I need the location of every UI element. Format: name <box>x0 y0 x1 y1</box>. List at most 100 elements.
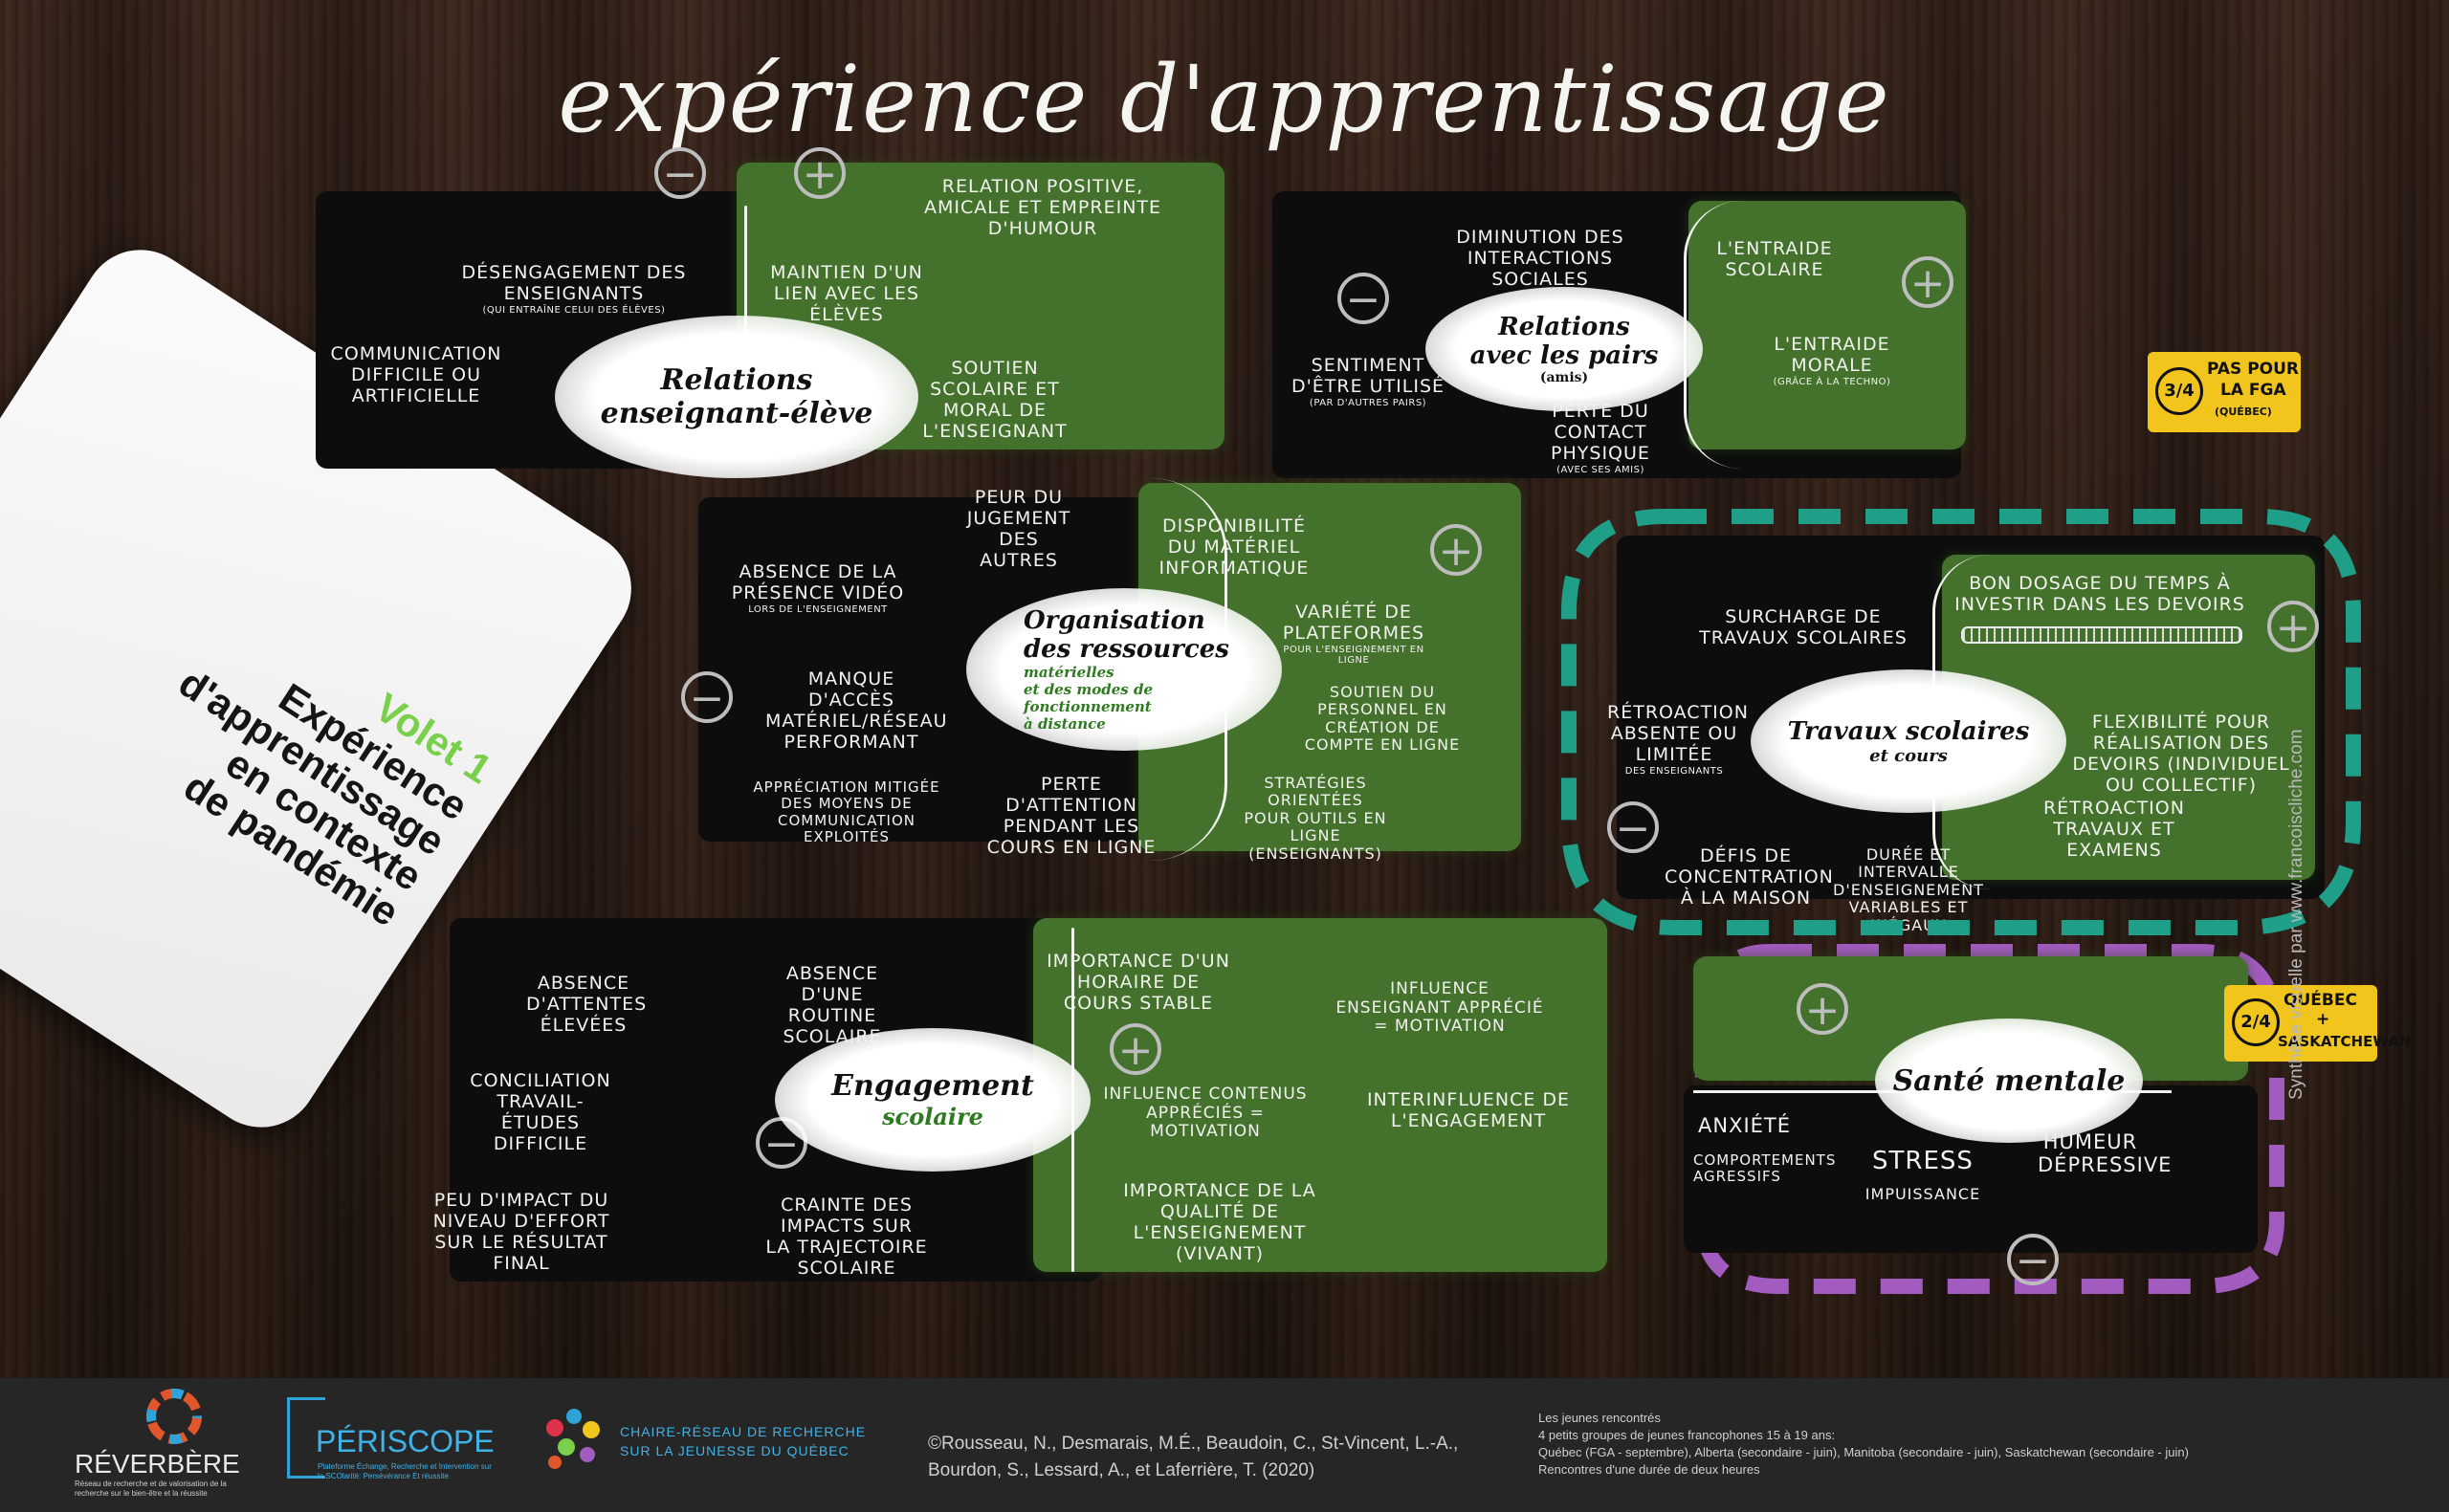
travaux-neg-2-text: Rétroaction absente ou limitée <box>1607 702 1749 765</box>
travaux-badge: 3/4 Pas pour la FGA (Québec) <box>2148 352 2301 432</box>
enseignant-neg-1-text: Désengagement des enseignants <box>461 262 687 304</box>
enseignant-pos-1: Relation positive, amicale et empreinte … <box>923 176 1162 239</box>
travaux-plus-icon: + <box>2267 601 2319 652</box>
reverbere-name: RÉVERBÈRE <box>75 1449 240 1479</box>
ressources-sub-line2: et des modes de <box>1024 681 1153 698</box>
enseignant-neg-1: Désengagement des enseignants (qui entra… <box>450 262 698 316</box>
pairs-pos-2-note: (grâce à la techno) <box>1773 376 1891 387</box>
info-line1: Les jeunes rencontrés <box>1538 1411 1661 1425</box>
ressources-title-line1: Organisation <box>1024 606 1205 635</box>
pairs-neg-3-note: (avec ses amis) <box>1556 464 1644 475</box>
sante-plus-icon: + <box>1797 983 1848 1035</box>
pairs-title-line2: avec les pairs <box>1469 341 1659 370</box>
engagement-plus-icon: + <box>1110 1023 1161 1075</box>
citation-line1: ©Rousseau, N., Desmarais, M.É., Beaudoin… <box>928 1434 1459 1454</box>
engagement-pos-4: Interinfluence de l'engagement <box>1366 1089 1571 1131</box>
engagement-neg-5: Crainte des impacts sur la trajectoire s… <box>765 1194 928 1279</box>
engagement-neg-4: Peu d'impact du niveau d'effort sur le r… <box>432 1190 610 1274</box>
pairs-minus-icon: − <box>1337 273 1389 324</box>
travaux-badge-note: (Québec) <box>2215 405 2272 418</box>
travaux-neg-3: Défis de concentration à la maison <box>1665 845 1834 909</box>
periscope-sub: Plateforme Échange, Recherche et Interve… <box>318 1462 492 1480</box>
pairs-pos-2-text: L'entraide morale <box>1774 334 1890 376</box>
engagement-title-cloud: Engagement scolaire <box>775 1028 1091 1172</box>
pairs-neg-1: Diminution des interactions sociales <box>1456 227 1624 290</box>
info-line2: 4 petits groupes de jeunes francophones … <box>1538 1428 1836 1442</box>
ressources-pos-2-text: Variété de plateformes <box>1282 602 1425 644</box>
travaux-badge-line2: la FGA <box>2220 381 2286 400</box>
pairs-neg-3: Perte du contact physique (avec ses amis… <box>1529 401 1672 475</box>
sante-badge-line3: Saskatchewan <box>2278 1033 2412 1050</box>
sante-badge-line2: + <box>2316 1010 2330 1029</box>
travaux-minus-icon: − <box>1607 801 1659 853</box>
ressources-pos-2: Variété de plateformes pour l'enseigneme… <box>1282 602 1425 667</box>
sante-title-cloud: Santé mentale <box>1875 1019 2143 1143</box>
travaux-title-line1: Travaux scolaires <box>1787 716 2030 746</box>
sante-badge-fraction: 2/4 <box>2232 998 2280 1046</box>
sante-minus-icon: − <box>2007 1234 2059 1285</box>
ressources-neg-2-text: Absence de la présence vidéo <box>731 561 905 603</box>
ressources-pos-1: Disponibilité du matériel informatique <box>1158 515 1310 579</box>
pairs-title-cloud: Relations avec les pairs (amis) <box>1425 287 1703 411</box>
pairs-neg-2: Sentiment d'être utilisé (par d'autres p… <box>1287 355 1449 408</box>
travaux-time-bar <box>1961 626 2242 644</box>
travaux-badge-line1: Pas pour <box>2207 360 2300 379</box>
reverbere-logo-icon <box>146 1389 202 1444</box>
enseignant-minus-icon: − <box>654 147 706 199</box>
sante-badge-line1: Québec <box>2284 991 2357 1010</box>
engagement-neg-1: Absence d'attentes élevées <box>526 973 648 1036</box>
ressources-pos-3: Soutien du personnel en création de comp… <box>1304 683 1461 755</box>
chaire-line2: SUR LA JEUNESSE DU QUÉBEC <box>620 1443 849 1458</box>
travaux-pos-1: Bon dosage du temps à investir dans les … <box>1954 573 2245 615</box>
ressources-sub-line3: fonctionnement <box>1024 698 1152 715</box>
engagement-title-line1: Engagement <box>831 1069 1034 1103</box>
travaux-title-line2: et cours <box>1869 745 1948 766</box>
enseignant-neg-1-note: (qui entraîne celui des élèves) <box>482 304 666 316</box>
ressources-pos-2-note: pour l'enseignement en ligne <box>1283 644 1424 667</box>
sante-neg-1: Anxiété <box>1698 1114 1792 1137</box>
ressources-sub-line4: à distance <box>1024 715 1106 733</box>
side-credit: Synthèse visuelle par www.francoiscliche… <box>2286 729 2306 1100</box>
sante-neg-3: Stress <box>1872 1147 1974 1175</box>
pairs-pos-2: L'entraide morale (grâce à la techno) <box>1765 334 1899 387</box>
travaux-neg-1: Surcharge de travaux scolaires <box>1699 606 1908 648</box>
pairs-pos-1: L'entraide scolaire <box>1716 238 1833 280</box>
ressources-neg-1: Peur du jugement des autres <box>966 487 1071 571</box>
engagement-neg-2: Absence d'une routine scolaire <box>783 963 882 1047</box>
page-title: expérience d'apprentissage <box>558 46 1891 153</box>
enseignant-title-cloud: Relations enseignant-élève <box>555 316 918 478</box>
chaire-line1: CHAIRE-RÉSEAU DE RECHERCHE <box>620 1424 867 1439</box>
periscope-logo-icon <box>287 1397 325 1479</box>
enseignant-title-line1: Relations <box>660 363 813 397</box>
teal-dashed-loop <box>1561 509 2361 935</box>
engagement-pos-3: Influence contenus appréciés = motivatio… <box>1103 1085 1308 1142</box>
enseignant-pos-2: Maintien d'un lien avec les élèves <box>770 262 923 325</box>
ressources-plus-icon: + <box>1430 524 1482 576</box>
ressources-neg-2: Absence de la présence vidéo lors de l'e… <box>727 561 909 615</box>
sante-neg-5: Humeur dépressive <box>2038 1130 2173 1177</box>
engagement-pos-1: Importance d'un horaire de cours stable <box>1047 951 1230 1014</box>
periscope-name: PÉRISCOPE <box>316 1424 495 1458</box>
sante-neg-4: Impuissance <box>1864 1185 1981 1203</box>
info-line3: Québec (FGA - septembre), Alberta (secon… <box>1538 1445 2189 1459</box>
ressources-sub-line1: matérielles <box>1024 664 1114 681</box>
engagement-neg-3: Conciliation travail-études difficile <box>470 1070 611 1154</box>
citation-line2: Bourdon, S., Lessard, A., et Laferrière,… <box>928 1460 1315 1480</box>
sante-badge: 2/4 Québec + Saskatchewan <box>2224 985 2411 1062</box>
ressources-neg-2-note: lors de l'enseignement <box>748 603 888 615</box>
ressources-neg-4: Appréciation mitigée des moyens de commu… <box>753 778 940 845</box>
engagement-title-line2: scolaire <box>882 1103 983 1130</box>
pairs-plus-icon: + <box>1902 256 1953 308</box>
travaux-pos-2: Flexibilité pour réalisation des devoirs… <box>2072 712 2290 796</box>
pairs-title-line1: Relations <box>1498 313 1630 341</box>
enseignant-title-line2: enseignant-élève <box>600 397 873 430</box>
travaux-neg-2: Rétroaction absente ou limitée des ensei… <box>1607 702 1749 777</box>
footer: RÉVERBÈRE Réseau de recherche et de valo… <box>0 1378 2449 1512</box>
ressources-neg-5: Perte d'attention pendant les cours en l… <box>986 774 1157 858</box>
ressources-minus-icon: − <box>681 671 733 723</box>
pairs-neg-3-text: Perte du contact physique <box>1551 401 1650 464</box>
travaux-neg-2-note: des enseignants <box>1624 765 1724 777</box>
travaux-pos-3: Rétroaction travaux et examens <box>2043 798 2185 861</box>
travaux-title-cloud: Travaux scolaires et cours <box>1751 669 2066 813</box>
